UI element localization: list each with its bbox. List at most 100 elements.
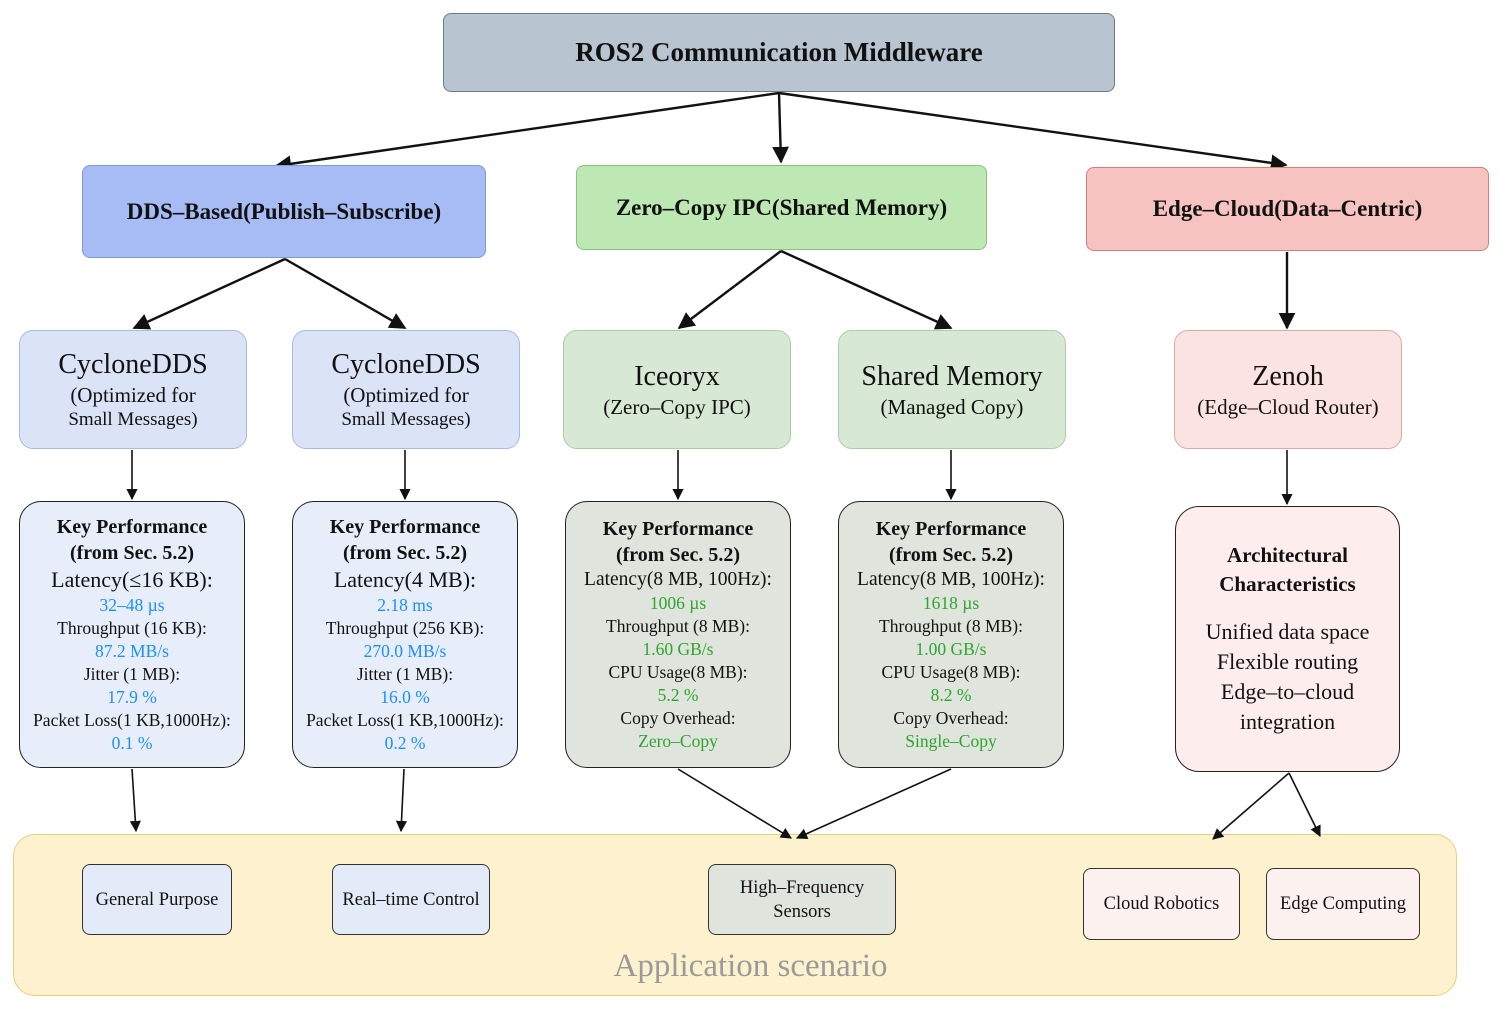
packet-loss-label: Packet Loss(1 KB,1000Hz): bbox=[33, 710, 231, 730]
arrow-architecture-to-cloud-robotics bbox=[1212, 772, 1290, 840]
category-label: Edge–Cloud(Data–Centric) bbox=[1152, 196, 1423, 221]
throughput-label: Throughput (16 KB): bbox=[57, 618, 207, 638]
jitter-label: Jitter (1 MB): bbox=[83, 664, 181, 684]
jitter-value: 16.0 % bbox=[380, 687, 430, 707]
impl-subtitle: Small Messages) bbox=[68, 408, 198, 430]
arrow-performance-1-to-panel bbox=[129, 768, 141, 833]
cpu-usage-value: 8.2 % bbox=[930, 685, 972, 705]
performance-box-shared-memory: Key Performance (from Sec. 5.2) Latency(… bbox=[838, 501, 1064, 768]
copy-overhead-label: Copy Overhead: bbox=[620, 708, 736, 728]
impl-name: CycloneDDS bbox=[331, 348, 481, 380]
root-node: ROS2 Communication Middleware bbox=[443, 13, 1115, 92]
impl-subtitle: Small Messages) bbox=[341, 408, 471, 430]
impl-iceoryx: Iceoryx (Zero–Copy IPC) bbox=[563, 330, 791, 449]
latency-value: 1618 µs bbox=[922, 593, 980, 613]
arrow-performance-3-to-panel bbox=[677, 768, 792, 839]
arrow-dds-to-cyclonedds-1 bbox=[132, 257, 286, 330]
jitter-value: 17.9 % bbox=[107, 687, 157, 707]
arrow-performance-4-to-panel bbox=[795, 768, 952, 839]
architecture-feature: Edge–to–cloud bbox=[1220, 679, 1355, 704]
copy-overhead-label: Copy Overhead: bbox=[893, 708, 1009, 728]
performance-heading: (from Sec. 5.2) bbox=[615, 544, 741, 566]
category-label: Zero–Copy IPC(Shared Memory) bbox=[615, 194, 948, 220]
arrow-root-to-dds bbox=[274, 91, 780, 173]
performance-heading: Key Performance bbox=[329, 516, 481, 538]
impl-name: CycloneDDS bbox=[58, 348, 208, 380]
arrow-root-to-edge-cloud bbox=[778, 91, 1288, 172]
packet-loss-value: 0.1 % bbox=[111, 733, 153, 753]
impl-shared-memory: Shared Memory (Managed Copy) bbox=[838, 330, 1066, 449]
cpu-usage-label: CPU Usage(8 MB): bbox=[881, 662, 1021, 682]
category-zero-copy-ipc: Zero–Copy IPC(Shared Memory) bbox=[576, 165, 987, 250]
app-edge-computing: Edge Computing bbox=[1266, 868, 1420, 940]
copy-overhead-value: Single–Copy bbox=[905, 731, 997, 751]
arrow-dds-to-cyclonedds-2 bbox=[284, 257, 407, 330]
impl-name: Iceoryx bbox=[634, 360, 720, 392]
cpu-usage-label: CPU Usage(8 MB): bbox=[608, 662, 748, 682]
impl-cyclonedds-1: CycloneDDS (Optimized for Small Messages… bbox=[19, 330, 247, 449]
impl-cyclonedds-2: CycloneDDS (Optimized for Small Messages… bbox=[292, 330, 520, 449]
root-title: ROS2 Communication Middleware bbox=[575, 37, 983, 67]
throughput-value: 270.0 MB/s bbox=[363, 641, 447, 661]
architecture-heading: Characteristics bbox=[1219, 572, 1356, 596]
category-dds-based: DDS–Based(Publish–Subscribe) bbox=[82, 165, 486, 258]
latency-label: Latency(8 MB, 100Hz): bbox=[584, 569, 772, 590]
throughput-value: 1.00 GB/s bbox=[915, 639, 987, 659]
arrow-performance-2-to-panel bbox=[395, 768, 408, 833]
app-high-frequency-sensors: High–Frequency Sensors bbox=[708, 864, 896, 935]
impl-name: Shared Memory bbox=[861, 360, 1043, 392]
architecture-heading: Architectural bbox=[1227, 543, 1348, 567]
impl-subtitle: (Zero–Copy IPC) bbox=[603, 394, 751, 419]
latency-label: Latency(8 MB, 100Hz): bbox=[857, 569, 1045, 590]
app-cloud-robotics: Cloud Robotics bbox=[1083, 868, 1240, 940]
architecture-feature: Unified data space bbox=[1205, 619, 1370, 644]
performance-heading: Key Performance bbox=[56, 516, 208, 538]
impl-zenoh: Zenoh (Edge–Cloud Router) bbox=[1174, 330, 1402, 449]
performance-box-cyclonedds-2: Key Performance (from Sec. 5.2) Latency(… bbox=[292, 501, 518, 768]
latency-value: 32–48 µs bbox=[99, 595, 165, 615]
performance-heading: Key Performance bbox=[875, 518, 1027, 540]
performance-box-cyclonedds-1: Key Performance (from Sec. 5.2) Latency(… bbox=[19, 501, 245, 768]
performance-heading: Key Performance bbox=[602, 518, 754, 540]
latency-label: Latency(≤16 KB): bbox=[51, 567, 213, 592]
impl-subtitle: (Edge–Cloud Router) bbox=[1197, 394, 1379, 419]
architecture-feature: Flexible routing bbox=[1216, 649, 1359, 674]
app-label: Edge Computing bbox=[1280, 894, 1406, 914]
arrow-architecture-to-edge-computing bbox=[1288, 772, 1321, 838]
impl-name: Zenoh bbox=[1252, 360, 1324, 392]
performance-heading: (from Sec. 5.2) bbox=[342, 542, 468, 564]
application-scenario-title: Application scenario bbox=[613, 948, 888, 984]
app-label: Sensors bbox=[773, 901, 831, 922]
impl-subtitle: (Managed Copy) bbox=[880, 394, 1024, 419]
throughput-value: 87.2 MB/s bbox=[95, 641, 169, 661]
impl-subtitle: (Optimized for bbox=[70, 382, 196, 407]
app-label: High–Frequency bbox=[739, 877, 865, 898]
latency-value: 1006 µs bbox=[649, 593, 707, 613]
packet-loss-value: 0.2 % bbox=[384, 733, 426, 753]
throughput-label: Throughput (256 KB): bbox=[325, 618, 485, 638]
cpu-usage-value: 5.2 % bbox=[657, 685, 699, 705]
category-edge-cloud: Edge–Cloud(Data–Centric) bbox=[1086, 167, 1489, 251]
app-label: General Purpose bbox=[95, 889, 219, 910]
category-label: DDS–Based(Publish–Subscribe) bbox=[126, 198, 442, 224]
arrow-zero-copy-to-iceoryx bbox=[677, 250, 782, 330]
architecture-feature: integration bbox=[1239, 709, 1336, 734]
app-label: Cloud Robotics bbox=[1103, 894, 1220, 914]
performance-heading: (from Sec. 5.2) bbox=[69, 542, 195, 564]
architecture-box-zenoh: Architectural Characteristics Unified da… bbox=[1175, 506, 1400, 772]
copy-overhead-value: Zero–Copy bbox=[638, 731, 718, 751]
app-real-time-control: Real–time Control bbox=[332, 864, 490, 935]
performance-heading: (from Sec. 5.2) bbox=[888, 544, 1014, 566]
app-general-purpose: General Purpose bbox=[82, 864, 232, 935]
throughput-value: 1.60 GB/s bbox=[642, 639, 714, 659]
jitter-label: Jitter (1 MB): bbox=[356, 664, 454, 684]
arrow-root-to-zero-copy bbox=[772, 92, 789, 164]
arrow-zero-copy-to-shared-memory bbox=[780, 249, 953, 330]
latency-value: 2.18 ms bbox=[377, 595, 433, 615]
app-label: Real–time Control bbox=[342, 889, 480, 910]
latency-label: Latency(4 MB): bbox=[333, 567, 477, 592]
performance-box-iceoryx: Key Performance (from Sec. 5.2) Latency(… bbox=[565, 501, 791, 768]
throughput-label: Throughput (8 MB): bbox=[879, 616, 1023, 636]
